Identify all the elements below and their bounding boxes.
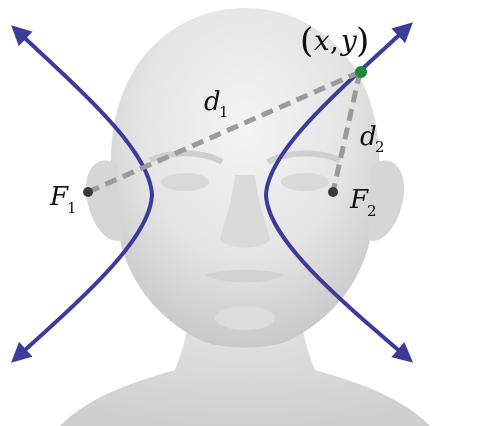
mouth — [205, 269, 285, 283]
label-f1-sub: 1 — [67, 199, 77, 217]
left-ear — [85, 160, 122, 241]
label-f1-main: F — [49, 182, 69, 212]
right-ear — [368, 160, 405, 241]
label-d1-sub: 1 — [219, 103, 229, 121]
right-brow — [266, 150, 342, 165]
point-label-y: y — [339, 24, 358, 57]
nose — [220, 175, 270, 248]
focus-f2-dot — [328, 187, 338, 197]
label-d2-sub: 2 — [375, 138, 385, 156]
point-label-comma: , — [330, 24, 339, 57]
label-d1: d 1 — [204, 87, 229, 121]
label-d2-main: d — [360, 122, 377, 152]
label-f1: F 1 — [49, 182, 77, 217]
point-label: ( x , y ) — [300, 21, 369, 61]
label-d2: d 2 — [360, 122, 385, 156]
focus-f1-dot — [83, 187, 93, 197]
point-label-close-paren: ) — [356, 21, 369, 61]
chin — [215, 306, 275, 330]
hyperbola-left-branch — [11, 25, 155, 363]
hyperbola-right-branch — [263, 22, 414, 363]
point-label-x: x — [314, 24, 330, 57]
label-f2-main: F — [349, 185, 369, 215]
right-eye — [281, 173, 329, 191]
left-eye — [161, 173, 209, 191]
distance-line-d1 — [86, 69, 362, 195]
distance-line-d2 — [330, 71, 363, 193]
shoulders — [60, 300, 430, 426]
left-brow — [148, 150, 224, 165]
label-f2-sub: 2 — [367, 202, 377, 220]
point-label-open-paren: ( — [300, 21, 313, 61]
point-on-hyperbola — [355, 66, 367, 78]
label-d1-main: d — [204, 87, 221, 117]
hyperbola — [11, 22, 414, 363]
label-f2: F 2 — [349, 185, 377, 220]
